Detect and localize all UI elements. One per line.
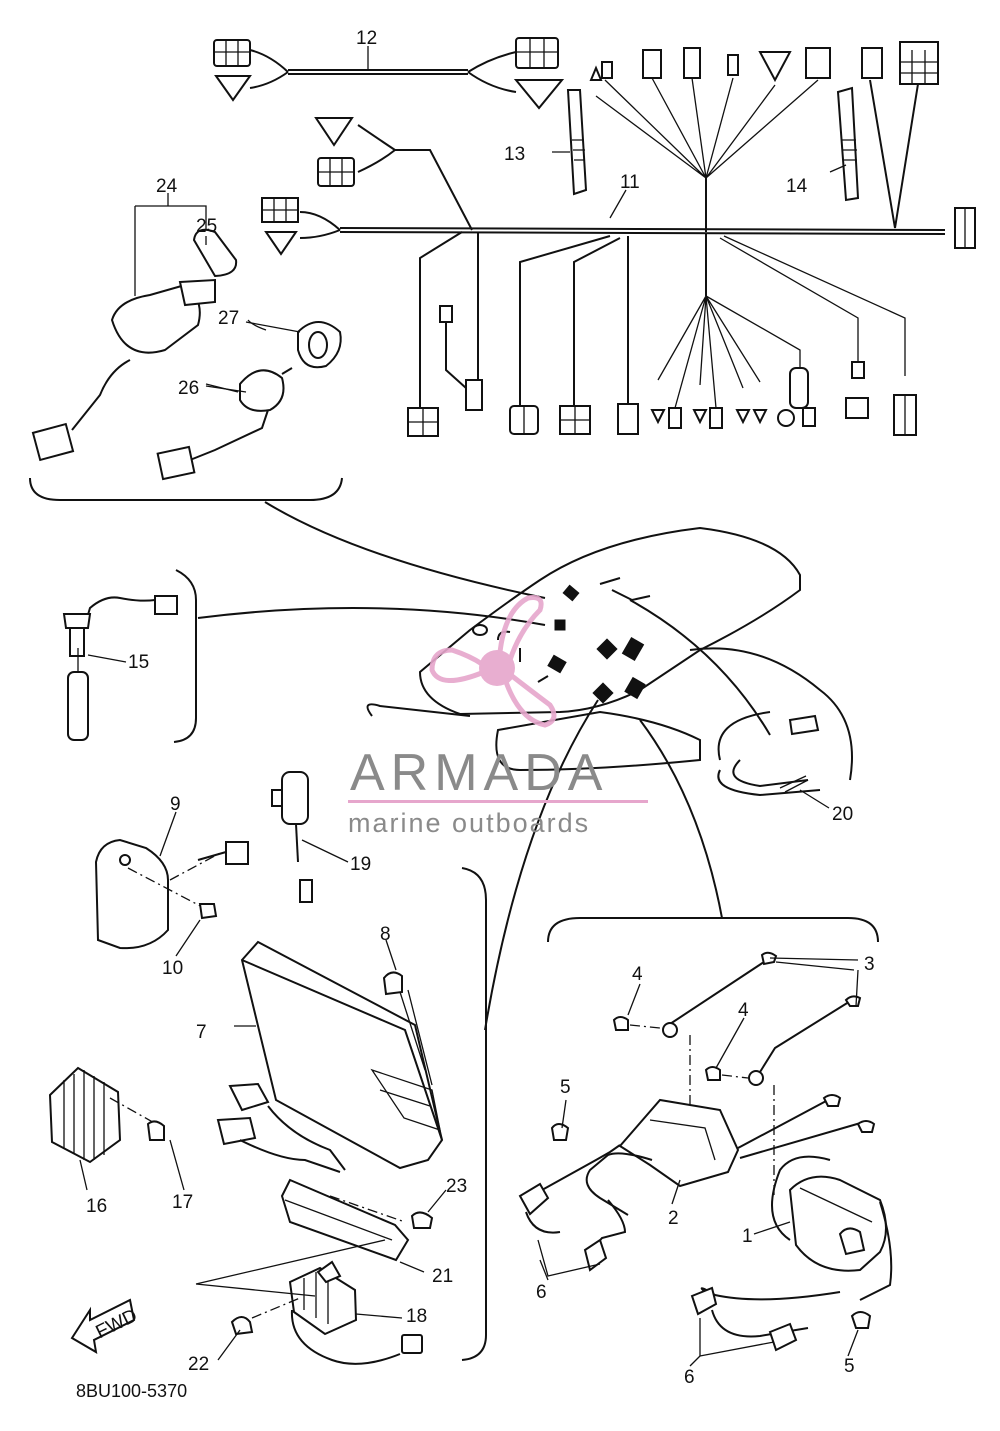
callout-2: 2 — [668, 1208, 679, 1229]
propeller-logo — [429, 595, 557, 728]
leader-line — [197, 607, 546, 626]
watermark-tagline: marine outboards — [348, 808, 590, 838]
callout-9: 9 — [170, 794, 181, 815]
callout-13: 13 — [504, 144, 525, 165]
callout-16: 16 — [86, 1196, 107, 1217]
callout-27: 27 — [218, 308, 239, 329]
leader-line — [639, 719, 723, 919]
callout-19: 19 — [350, 854, 371, 875]
callout-18: 18 — [406, 1306, 427, 1327]
callout-5b: 5 — [844, 1356, 855, 1377]
cdi-unit — [216, 940, 444, 1173]
callout-23: 23 — [446, 1176, 467, 1197]
callout-12: 12 — [356, 28, 377, 49]
fwd-arrow-icon: FWD — [70, 1298, 141, 1354]
callout-25: 25 — [196, 216, 217, 237]
rectifier-regulator — [48, 1066, 165, 1164]
callout-15: 15 — [128, 652, 149, 673]
callout-6b: 6 — [684, 1367, 695, 1388]
callout-4a: 4 — [632, 964, 643, 985]
band-14 — [836, 86, 860, 202]
watermark-brand: ARMADA — [350, 744, 608, 802]
watermark-divider — [348, 800, 648, 803]
callout-7: 7 — [196, 1022, 207, 1043]
band-13 — [566, 89, 588, 196]
condenser — [271, 771, 313, 903]
watermark: ARMADA marine outboards — [348, 595, 648, 838]
main-switch-group — [31, 205, 342, 481]
group-bracket-bottom — [461, 867, 487, 1361]
callout-4b: 4 — [738, 1000, 749, 1021]
relay-bracket — [195, 1178, 434, 1365]
callout-1: 1 — [742, 1226, 753, 1247]
callout-6a: 6 — [536, 1282, 547, 1303]
callout-8: 8 — [380, 924, 391, 945]
leader-line — [264, 501, 546, 599]
callout-26: 26 — [178, 378, 199, 399]
callout-22: 22 — [188, 1354, 209, 1375]
callout-24: 24 — [156, 176, 178, 197]
callout-5a: 5 — [560, 1077, 571, 1098]
callout-numbers: 1 2 3 4 4 5 5 6 6 7 8 9 10 11 12 13 14 1… — [86, 28, 875, 1388]
part-code: 8BU100-5370 — [76, 1381, 187, 1401]
sub-lead-harness — [213, 37, 565, 110]
leader-line — [484, 699, 599, 1031]
callout-11: 11 — [620, 172, 640, 193]
leader-line — [629, 599, 771, 736]
callout-17: 17 — [172, 1192, 193, 1213]
callout-10: 10 — [162, 958, 183, 979]
band-20 — [717, 714, 821, 797]
callout-20: 20 — [832, 804, 853, 825]
group-bracket-top — [29, 477, 343, 501]
callout-3: 3 — [864, 954, 875, 975]
resistor-bracket — [94, 838, 249, 950]
wire-harness — [261, 41, 976, 437]
callout-14: 14 — [786, 176, 808, 197]
ignition-coil-group — [518, 917, 893, 1357]
vehicle-outline — [366, 526, 853, 781]
callout-21: 21 — [432, 1266, 453, 1287]
neutral-switch — [62, 569, 197, 743]
